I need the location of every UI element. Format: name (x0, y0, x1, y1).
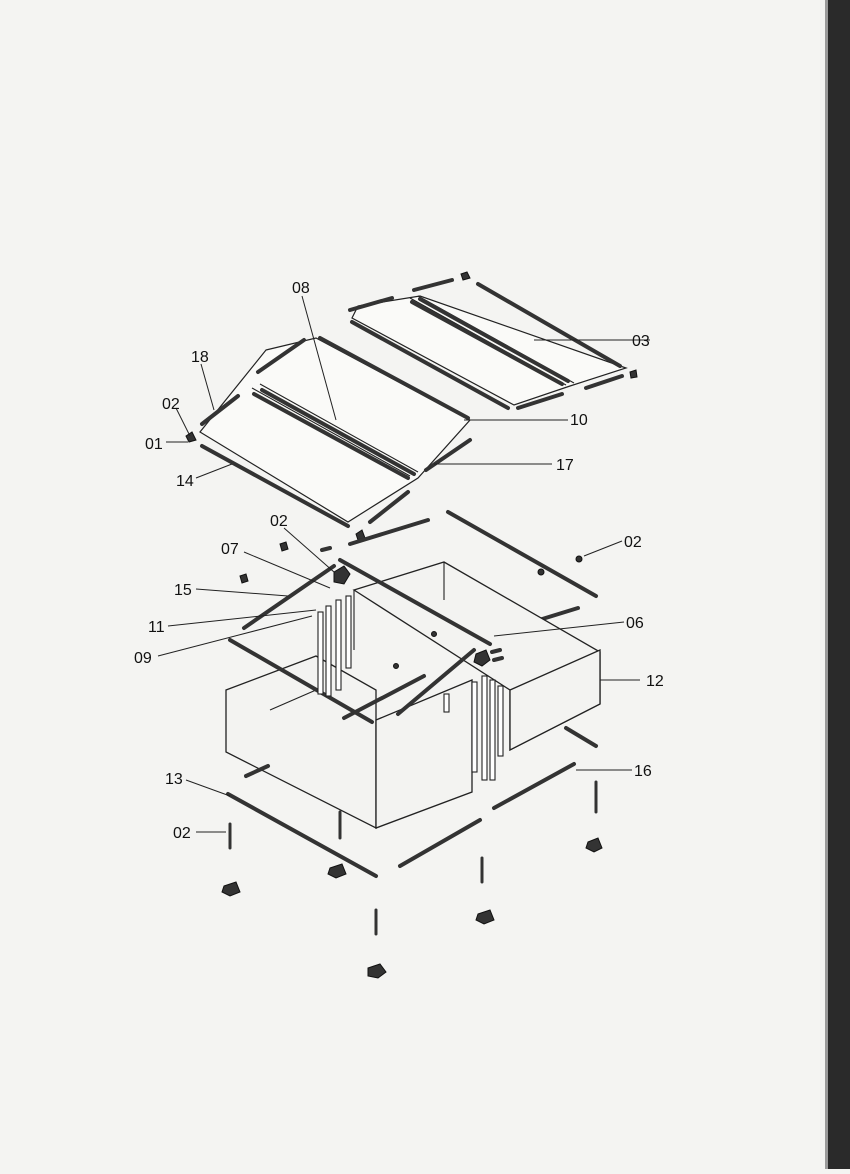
callout-03: 03 (632, 333, 650, 350)
callout-13: 13 (165, 771, 183, 788)
ground-pegs (228, 780, 598, 936)
lid-panel-14 (185, 336, 472, 541)
callout-17: 17 (556, 457, 574, 474)
callout-14: 14 (176, 473, 194, 490)
callout-18: 18 (191, 349, 209, 366)
loose-rails (239, 510, 598, 634)
callout-02-lid: 02 (162, 396, 180, 413)
callout-02-peg: 02 (173, 825, 191, 842)
callout-11: 11 (148, 619, 165, 636)
callout-labels: 08 03 18 02 01 10 17 14 02 07 02 15 06 1… (134, 280, 664, 842)
lid-panel-03 (348, 271, 638, 410)
corner-posts (317, 595, 504, 781)
callout-08: 08 (292, 280, 310, 297)
callout-02-right: 02 (624, 534, 642, 551)
callout-07: 07 (221, 541, 239, 558)
callout-09: 09 (134, 650, 152, 667)
callout-06: 06 (626, 615, 644, 632)
scan-edge-shadow (825, 0, 828, 1169)
corner-brackets (221, 546, 603, 979)
callout-15: 15 (174, 582, 192, 599)
leader-lines (157, 295, 650, 833)
frame-rails (226, 558, 598, 878)
callout-02-bracket: 02 (270, 513, 288, 530)
callout-12: 12 (646, 673, 664, 690)
scan-edge (828, 0, 850, 1169)
callout-10: 10 (570, 412, 588, 429)
callout-01: 01 (145, 436, 163, 453)
callout-16: 16 (634, 763, 652, 780)
